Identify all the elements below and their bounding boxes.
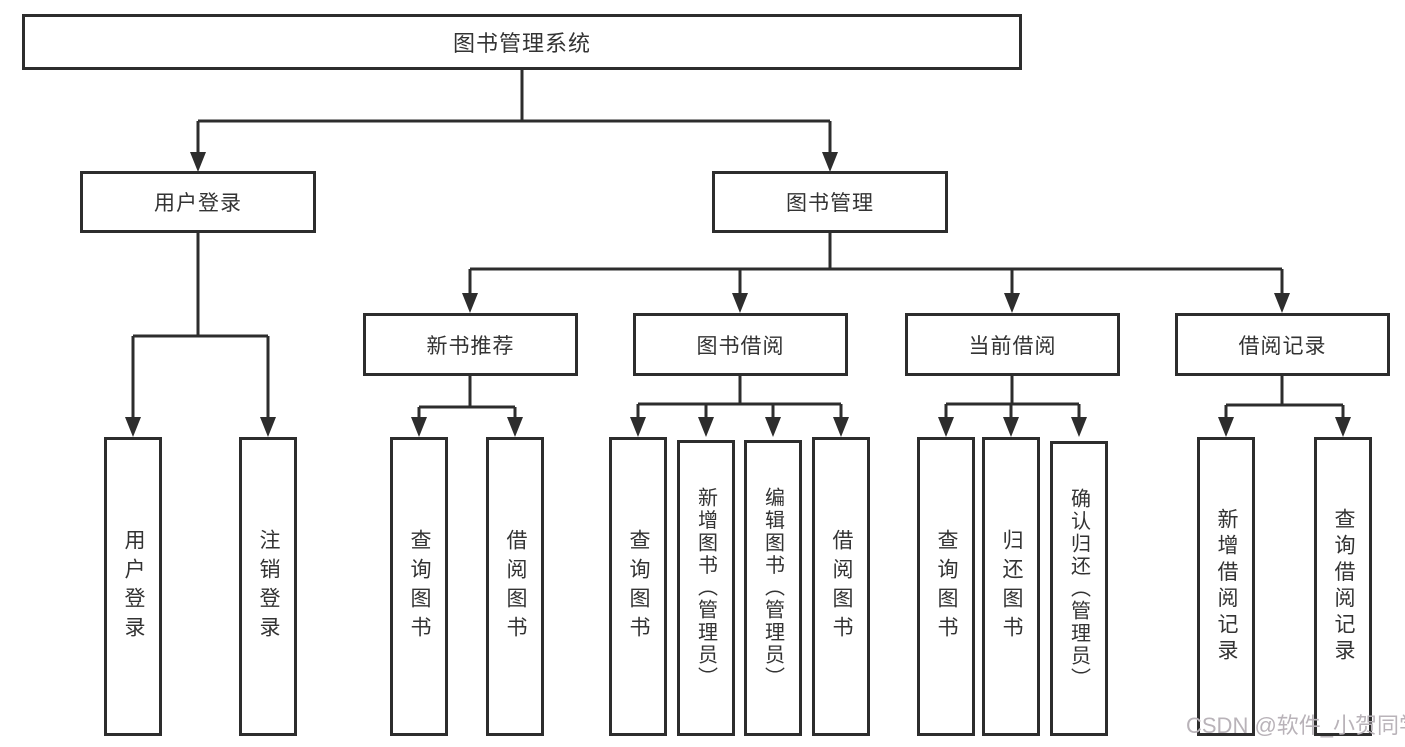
leaf-add-borrow-record: 新增借阅记录 (1197, 437, 1255, 736)
leaf-label: 确认归还（管理员） (1067, 487, 1090, 690)
csdn-watermark: CSDN @软件_小贺同学 (1186, 713, 1405, 738)
arrowhead (1004, 293, 1020, 313)
leaf-label: 归还图书 (1000, 528, 1023, 645)
leaf-edit-book-admin: 编辑图书（管理员） (744, 440, 802, 736)
leaf-label: 注销登录 (257, 528, 280, 645)
leaf-borrow-books: 借阅图书 (812, 437, 870, 736)
arrowhead (833, 417, 849, 437)
arrowhead (462, 293, 478, 313)
connector-borrow-record (1224, 376, 1345, 421)
arrowhead (1335, 417, 1351, 437)
node-root: 图书管理系统 (22, 14, 1022, 70)
leaf-confirm-return-admin: 确认归还（管理员） (1050, 441, 1108, 736)
leaf-label: 新增图书（管理员） (694, 487, 717, 689)
arrowhead (125, 417, 141, 437)
arrowhead (411, 417, 427, 437)
arrowhead (822, 152, 838, 172)
leaf-query-books-borrow: 查询图书 (609, 437, 667, 736)
arrowhead (630, 417, 646, 437)
leaf-query-books-current: 查询图书 (917, 437, 975, 736)
leaf-query-borrow-record: 查询借阅记录 (1314, 437, 1372, 736)
leaf-label: 编辑图书（管理员） (761, 487, 784, 689)
node-current-borrow: 当前借阅 (905, 313, 1120, 376)
arrowhead (260, 417, 276, 437)
arrowhead (698, 417, 714, 437)
leaf-label: 借阅图书 (830, 528, 853, 645)
leaf-label: 查询图书 (935, 528, 958, 645)
node-book-borrow: 图书借阅 (633, 313, 848, 376)
arrowhead (1274, 293, 1290, 313)
arrowhead (732, 293, 748, 313)
connector-book-borrow (636, 376, 843, 421)
arrowhead (938, 417, 954, 437)
leaf-return-books: 归还图书 (982, 437, 1040, 736)
connector-book-mgmt (468, 233, 1284, 297)
connector-current-borrow (944, 376, 1081, 421)
leaf-user-login: 用户登录 (104, 437, 162, 736)
node-borrow-record: 借阅记录 (1175, 313, 1390, 376)
leaf-label: 借阅图书 (504, 528, 527, 645)
leaf-label: 查询图书 (408, 528, 431, 645)
node-new-book-recommend: 新书推荐 (363, 313, 578, 376)
connector-new-book (417, 376, 517, 421)
leaf-logout: 注销登录 (239, 437, 297, 736)
arrowhead (1071, 417, 1087, 437)
connector-user-login (131, 233, 270, 421)
node-book-management: 图书管理 (712, 171, 948, 233)
leaf-label: 查询借阅记录 (1332, 507, 1355, 666)
node-user-login: 用户登录 (80, 171, 316, 233)
arrowhead (765, 417, 781, 437)
arrowhead (507, 417, 523, 437)
arrowhead (190, 152, 206, 172)
leaf-add-book-admin: 新增图书（管理员） (677, 440, 735, 736)
connector-root-level2 (196, 68, 832, 156)
leaf-label: 新增借阅记录 (1215, 507, 1238, 666)
arrowhead (1218, 417, 1234, 437)
arrowhead (1003, 417, 1019, 437)
leaf-label: 查询图书 (627, 528, 650, 645)
leaf-borrow-books-recommend: 借阅图书 (486, 437, 544, 736)
leaf-query-books-recommend: 查询图书 (390, 437, 448, 736)
leaf-label: 用户登录 (122, 528, 145, 645)
